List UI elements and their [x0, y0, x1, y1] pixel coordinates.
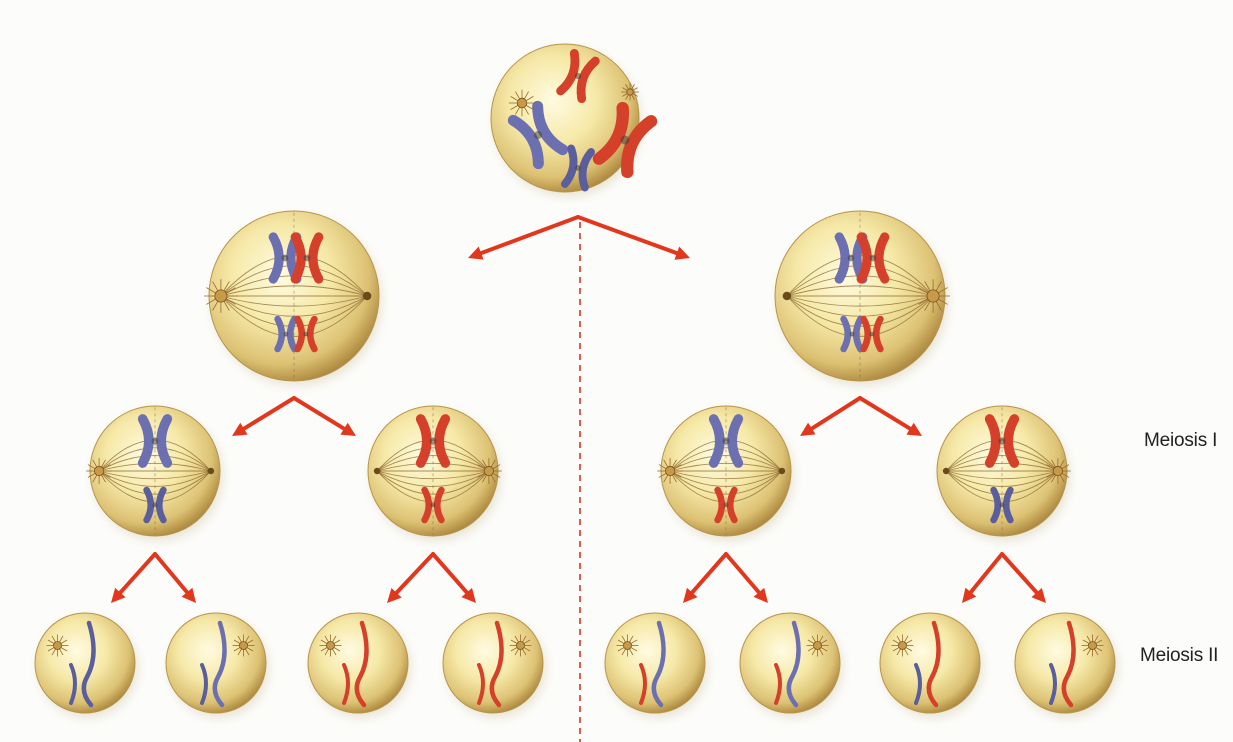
arrow-to-left-cell	[468, 217, 578, 260]
spindle-cell-blue-2	[657, 406, 794, 541]
daughter-cell-6	[740, 613, 843, 718]
centriole	[943, 468, 950, 475]
daughter-cell-4	[443, 613, 546, 718]
arrow-meiosis1-1-left	[800, 398, 860, 436]
arrow-meiosis2-3-left	[962, 554, 1002, 603]
daughter-cell-7	[880, 613, 983, 718]
spindle-cell-blue-1	[86, 406, 223, 541]
meiosis-1-label: Meiosis I	[1144, 430, 1217, 452]
spindle-cell-red-1	[368, 406, 502, 541]
daughter-cell-5	[605, 613, 708, 718]
arrow-to-right-cell	[578, 217, 690, 260]
daughter-cell-8	[1015, 613, 1118, 718]
centriole	[363, 292, 372, 301]
daughter-cell-2	[166, 613, 269, 718]
arrow-meiosis2-2-right	[726, 554, 768, 603]
centriole	[779, 468, 786, 475]
arrow-meiosis2-1-left	[387, 554, 433, 603]
arrow-meiosis2-3-right	[1002, 554, 1046, 603]
centriole	[783, 292, 792, 301]
centriole	[208, 468, 215, 475]
arrow-meiosis2-1-right	[433, 554, 476, 603]
arrow-meiosis2-2-left	[683, 554, 726, 603]
centriole	[374, 468, 381, 475]
arrow-meiosis1-0-left	[232, 398, 294, 436]
spindle-cell-red-2	[937, 406, 1071, 541]
parent-cell	[491, 44, 651, 197]
spindle-cell-right	[775, 211, 950, 386]
arrow-meiosis1-0-right	[294, 398, 356, 436]
daughter-cell-1	[35, 613, 138, 718]
spindle-cell-left	[204, 211, 382, 386]
arrow-meiosis2-0-right	[155, 554, 196, 603]
daughter-cell-3	[308, 613, 411, 718]
arrow-meiosis1-1-right	[860, 398, 922, 436]
arrow-meiosis2-0-left	[111, 554, 155, 603]
meiosis-2-label: Meiosis II	[1140, 645, 1218, 667]
